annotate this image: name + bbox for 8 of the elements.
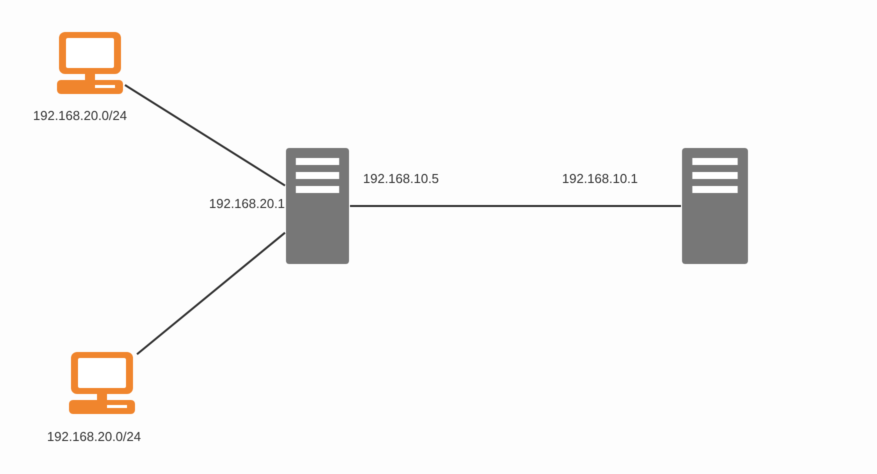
ip-address-label: 192.168.20.0/24 xyxy=(47,429,141,444)
ip-address-label: 192.168.10.5 xyxy=(363,171,439,186)
ip-address-label: 192.168.20.1 xyxy=(209,196,285,211)
ip-address-label: 192.168.20.0/24 xyxy=(33,108,127,123)
connection-line xyxy=(350,205,681,207)
connection-line xyxy=(136,232,286,356)
connection-line xyxy=(124,84,286,186)
ip-address-label: 192.168.10.1 xyxy=(562,171,638,186)
